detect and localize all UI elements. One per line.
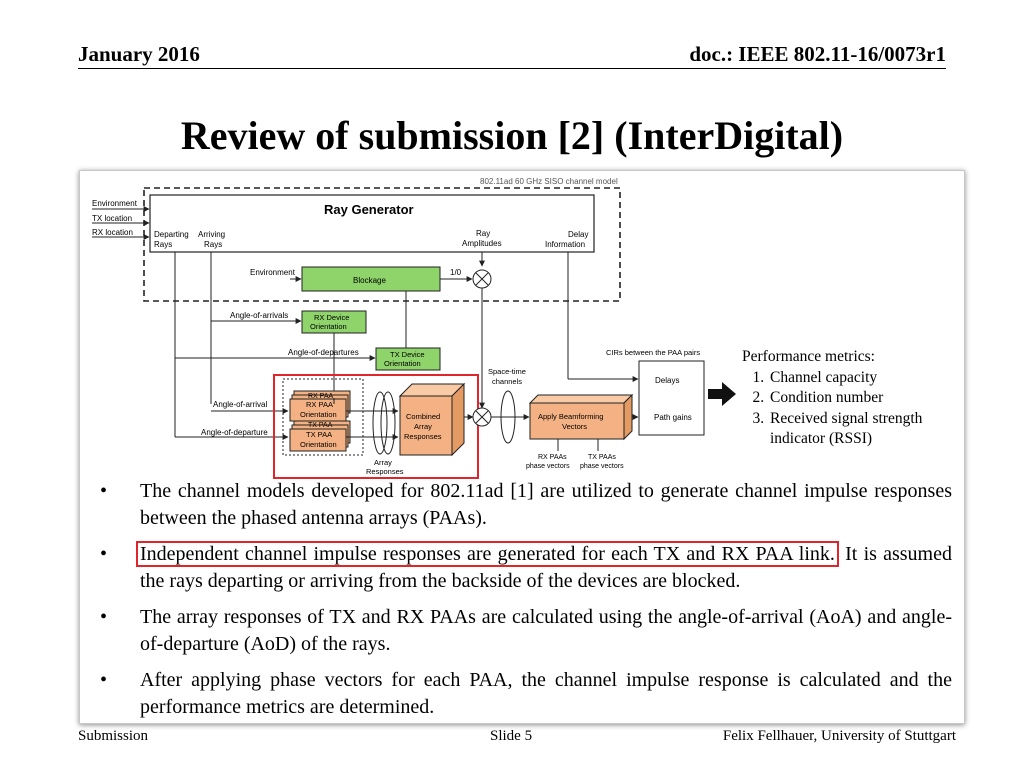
delays-pathgains-box [638, 360, 705, 436]
blockage-box [301, 266, 441, 292]
bullet-text: It is assumed the rays departing or arri… [140, 543, 952, 592]
one-zero-label: 1/0 [450, 268, 462, 277]
channel-model-frame [143, 187, 621, 302]
combined-array-responses-box [399, 395, 453, 456]
rx-paa-back-label: RX PAA [308, 393, 333, 400]
input-tx-location: TX location [92, 214, 132, 223]
bullet-mark: • [100, 669, 108, 691]
metric-item: Condition number [768, 388, 962, 409]
header-rule [78, 68, 946, 69]
bullet-text: After applying phase vectors for each PA… [140, 669, 952, 718]
highlighted-sentence: Independent channel impulse responses ar… [136, 541, 839, 567]
figure-panel: 802.11ad 60 GHz SISO channel model Ray G… [79, 170, 965, 724]
paa-highlight-box [273, 374, 479, 479]
input-environment: Environment [92, 199, 138, 208]
tx-paa-back-label: TX PAA [308, 422, 333, 429]
bullet-list: • The channel models developed for 802.1… [100, 478, 952, 723]
environment-label: Environment [250, 268, 296, 277]
performance-metrics: Performance metrics: Channel capacity Co… [742, 347, 962, 450]
apply-beamforming-box [529, 402, 625, 440]
angle-of-arrivals-label: Angle-of-arrivals [230, 311, 288, 320]
channel-model-diagram: 802.11ad 60 GHz SISO channel model Ray G… [92, 177, 736, 479]
angle-of-arrival-label: Angle-of-arrival [213, 400, 267, 409]
footer-submission: Submission [78, 728, 149, 744]
metric-item: Received signal strength indicator (RSSI… [768, 409, 962, 450]
metric-item: Channel capacity [768, 368, 962, 389]
footer-slide-number: Slide 5 [490, 728, 533, 744]
bullet-mark: • [100, 543, 108, 565]
header-doc-id: doc.: IEEE 802.11-16/0073r1 [689, 42, 946, 66]
bullet-item: • The array responses of TX and RX PAAs … [100, 604, 952, 658]
bullet-mark: • [100, 606, 108, 628]
bullet-text: The array responses of TX and RX PAAs ar… [140, 606, 952, 655]
path-gains-label: Path gains [654, 413, 692, 422]
ray-generator-label: Ray Generator [324, 202, 414, 217]
bullet-text: The channel models developed for 802.11a… [140, 480, 952, 529]
input-rx-location: RX location [92, 228, 133, 237]
slide-title: Review of submission [2] (InterDigital) [180, 113, 844, 158]
angle-of-departures-label: Angle-of-departures [288, 348, 359, 357]
bullet-item: • Independent channel impulse responses … [100, 541, 952, 595]
model-label: 802.11ad 60 GHz SISO channel model [480, 177, 618, 186]
bullet-item: • The channel models developed for 802.1… [100, 478, 952, 532]
tx-device-orientation-box [375, 347, 441, 371]
footer-author: Felix Fellhauer, University of Stuttgart [722, 728, 956, 744]
bullet-item: • After applying phase vectors for each … [100, 667, 952, 721]
delays-label: Delays [655, 376, 679, 385]
ray-generator-box [149, 194, 595, 253]
performance-metrics-list: Channel capacity Condition number Receiv… [742, 368, 962, 450]
output-arrow [708, 382, 736, 406]
performance-metrics-title: Performance metrics: [742, 348, 875, 365]
header-date: January 2016 [78, 42, 200, 66]
blockage-label: Blockage [353, 276, 386, 285]
cirs-between-label: CIRs between the PAA pairs [606, 348, 700, 357]
angle-of-departure-label: Angle-of-departure [201, 428, 268, 437]
bullet-mark: • [100, 480, 108, 502]
tx-paa-box [289, 428, 347, 452]
